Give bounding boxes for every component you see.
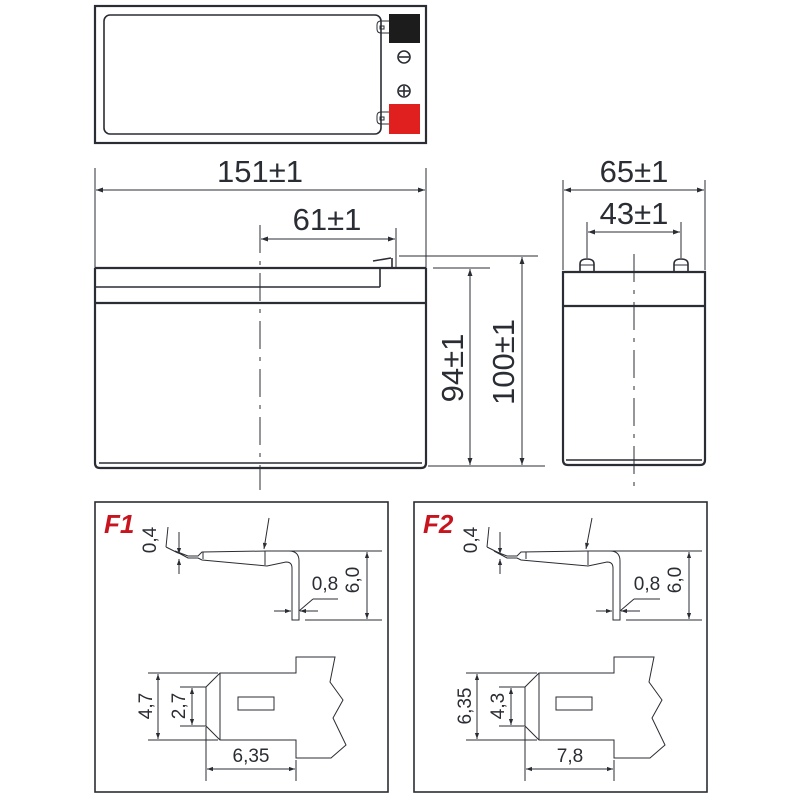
f2-width-inner: 4,3 <box>488 693 509 719</box>
side-view-body <box>561 270 707 467</box>
total-height-dimension: 100±1 <box>486 319 521 405</box>
f1-frame <box>94 501 389 793</box>
f2-length: 7,8 <box>557 746 583 767</box>
f1-width-inner: 2,7 <box>169 693 190 719</box>
f2-label: F2 <box>423 509 454 539</box>
side-terminal-right <box>673 258 689 272</box>
top-view-outline <box>93 4 428 145</box>
terminal-spacing-dimension: 43±1 <box>600 196 669 231</box>
f2-height: 6,0 <box>665 567 686 593</box>
positive-terminal <box>389 104 420 134</box>
terminal-f1-detail: F1 0,4 0,8 6,0 4,7 <box>94 501 389 793</box>
side-terminal-left <box>579 258 595 272</box>
f1-thickness: 0,8 <box>312 574 338 595</box>
positive-symbol-icon <box>397 84 411 98</box>
length-dimension: 151±1 <box>217 154 303 189</box>
f2-thickness: 0,8 <box>634 574 660 595</box>
front-view: 151±1 61±1 94±1 100±1 <box>93 154 545 490</box>
top-view-lid <box>103 14 382 135</box>
f1-width-outer: 4,7 <box>136 693 157 719</box>
negative-symbol-icon <box>397 50 411 64</box>
width-dimension: 65±1 <box>600 154 669 189</box>
f1-tip-thickness: 0,4 <box>140 526 161 553</box>
f2-width-outer: 6,35 <box>455 688 476 725</box>
f2-frame <box>413 501 708 793</box>
f2-tip-thickness: 0,4 <box>461 526 482 553</box>
top-view <box>93 4 428 145</box>
f1-length: 6,35 <box>233 746 270 767</box>
negative-terminal <box>389 14 420 43</box>
f1-height: 6,0 <box>343 567 364 593</box>
terminal-offset-dimension: 61±1 <box>293 202 362 237</box>
case-height-dimension: 94±1 <box>435 334 470 403</box>
f1-label: F1 <box>104 509 134 539</box>
terminal-f2-detail: F2 0,4 0,8 6,0 6,35 <box>413 501 708 793</box>
side-view: 65±1 43±1 <box>561 154 707 492</box>
